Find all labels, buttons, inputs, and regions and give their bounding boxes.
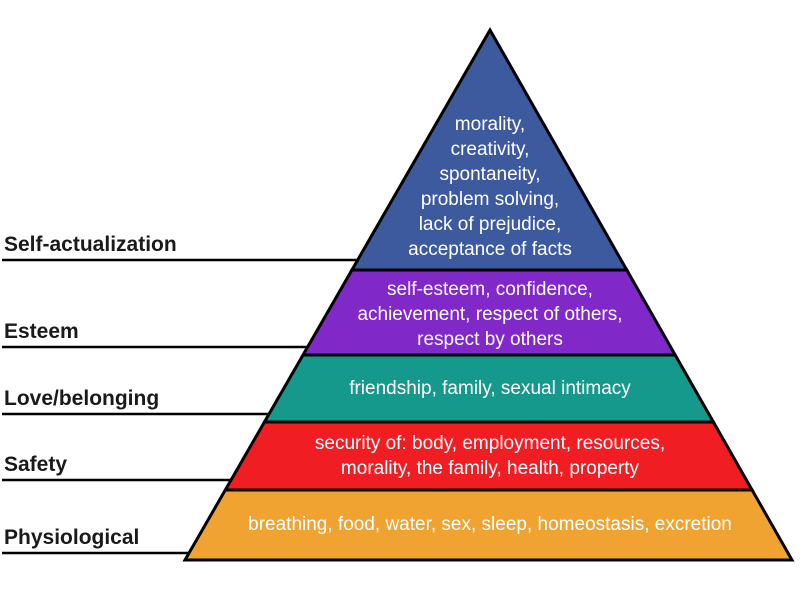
level-shape-esteem: [300, 268, 678, 357]
level-shape-physiological: [182, 488, 795, 562]
level-shape-safety: [222, 420, 755, 492]
level-shape-self-actualization: [349, 26, 630, 272]
level-label-safety: Safety: [4, 453, 68, 476]
level-label-love-belonging: Love/belonging: [4, 387, 160, 410]
level-label-esteem: Esteem: [4, 320, 79, 343]
level-label-physiological: Physiological: [4, 526, 140, 549]
level-label-self-actualization: Self-actualization: [4, 233, 177, 256]
level-shape-love-belonging: [261, 353, 716, 424]
